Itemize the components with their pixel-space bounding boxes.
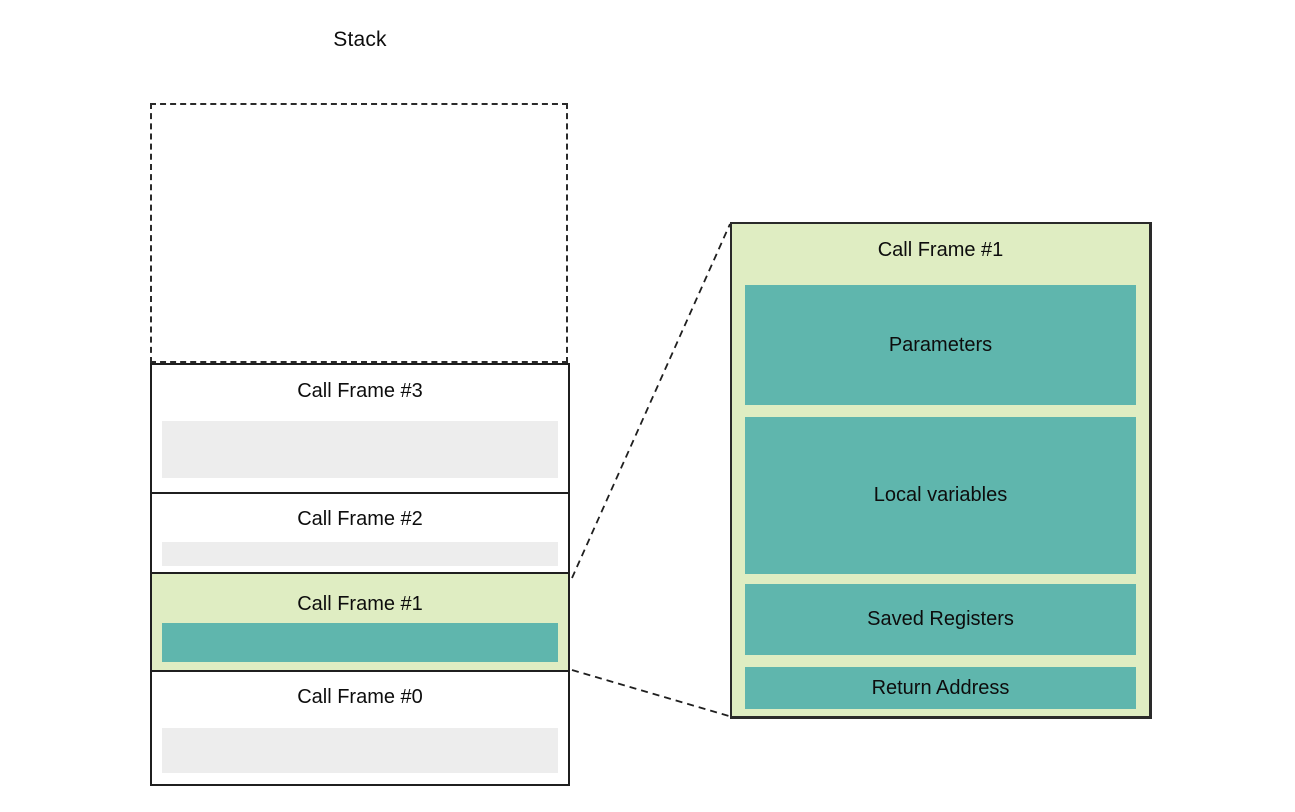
stack-frames-container: Call Frame #3 Call Frame #2 Call Frame #… (150, 363, 570, 786)
detail-section-return-address: Return Address (745, 667, 1136, 709)
stack-frame-0: Call Frame #0 (152, 672, 568, 784)
frame-label: Call Frame #1 (297, 593, 423, 615)
stack-frame-1-highlighted: Call Frame #1 (152, 574, 568, 672)
frame-label: Call Frame #0 (297, 686, 423, 708)
connector-line-top (571, 223, 731, 579)
frame-slot (162, 542, 558, 566)
detail-section-local-variables: Local variables (745, 417, 1136, 574)
stack-title: Stack (333, 28, 387, 51)
stack-frame-3: Call Frame #3 (152, 365, 568, 494)
frame-label: Call Frame #3 (297, 380, 423, 402)
frame-slot (162, 728, 558, 773)
stack-frame-2: Call Frame #2 (152, 494, 568, 574)
stack-empty-region (150, 103, 568, 363)
connector-line-bottom (571, 669, 730, 717)
frame-slot (162, 623, 558, 662)
frame-slot (162, 421, 558, 478)
call-frame-detail: Call Frame #1 Parameters Local variables… (730, 222, 1152, 719)
detail-title: Call Frame #1 (877, 239, 1004, 261)
frame-label: Call Frame #2 (297, 508, 423, 530)
detail-section-saved-registers: Saved Registers (745, 584, 1136, 655)
detail-section-parameters: Parameters (745, 285, 1136, 405)
